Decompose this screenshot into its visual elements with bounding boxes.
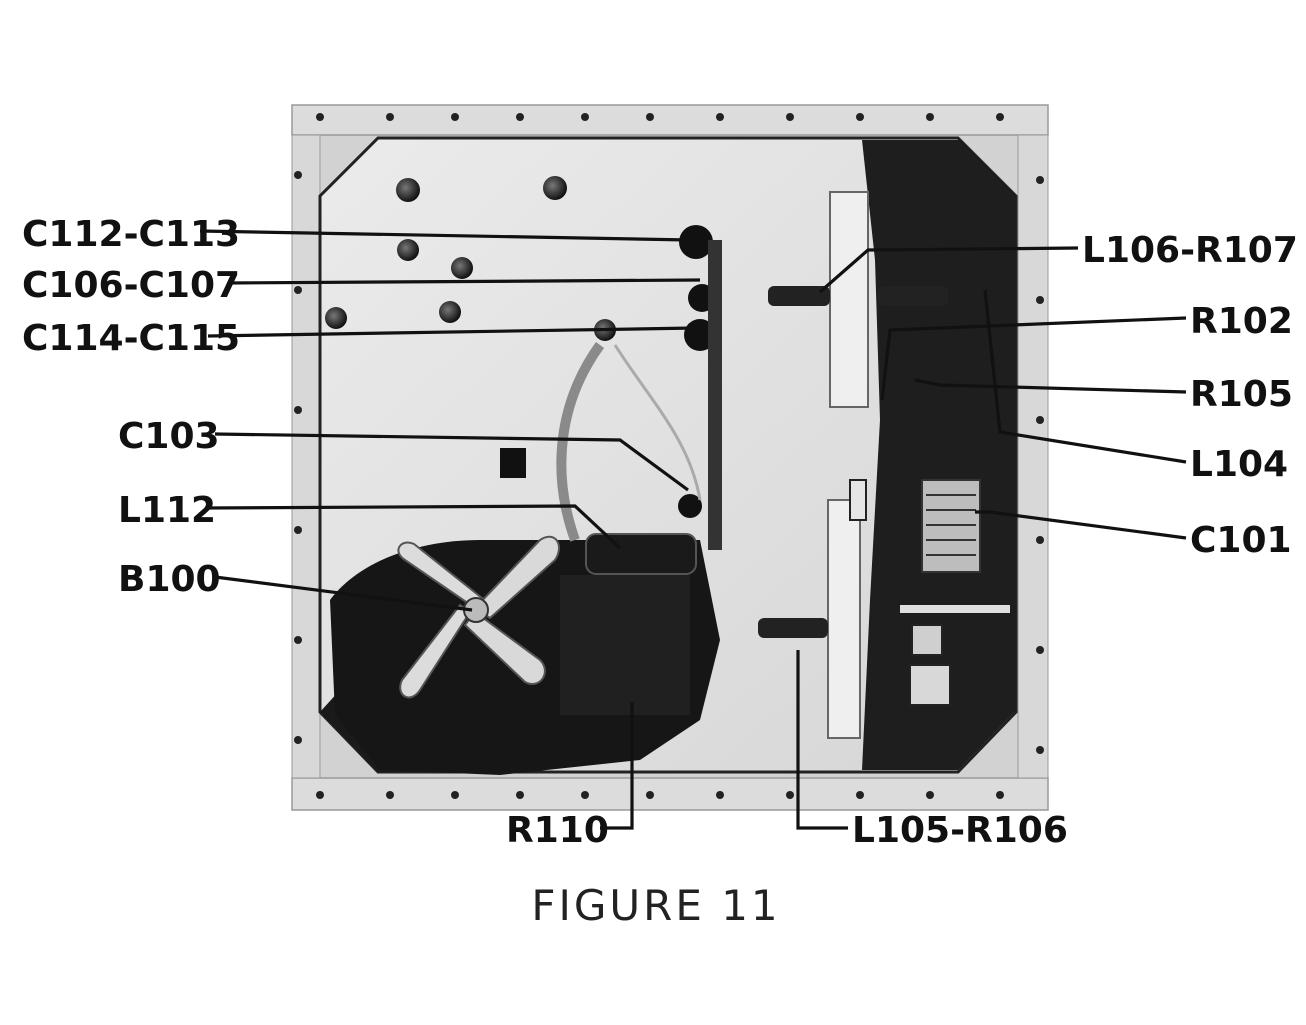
variable-capacitor xyxy=(900,479,1010,706)
leader-r105 xyxy=(914,378,1187,394)
wire-loop xyxy=(613,344,702,501)
bus-rod xyxy=(708,240,722,550)
label-l106-r107: L106-R107 xyxy=(1082,230,1298,271)
label-r102: R102 xyxy=(1190,301,1293,342)
label-c114-c115: C114-C115 xyxy=(22,318,240,359)
leader-r110 xyxy=(600,702,634,830)
label-c106-c107: C106-C107 xyxy=(22,265,240,306)
leader-c106-c107 xyxy=(227,278,701,285)
leader-c103 xyxy=(214,432,689,492)
black-tag xyxy=(500,448,526,478)
chassis-photo xyxy=(291,104,1049,811)
figure-caption: FIGURE 11 xyxy=(531,881,780,930)
leader-r102 xyxy=(880,316,1187,401)
chassis-right-rail xyxy=(1017,134,1049,779)
label-r110: R110 xyxy=(506,810,609,851)
callout-labels: C112-C113 C106-C107 C114-C115 C103 L112 … xyxy=(22,214,1298,851)
label-l112: L112 xyxy=(118,490,216,531)
terminal-strip-upper xyxy=(829,191,869,408)
label-l105-r106: L105-R106 xyxy=(852,810,1068,851)
resistor-vertical xyxy=(849,479,867,521)
leader-l106-r107 xyxy=(818,246,1079,294)
leader-l104 xyxy=(983,289,1187,464)
blower-motor xyxy=(560,575,690,715)
chassis-top-rail xyxy=(291,104,1049,136)
leader-b100 xyxy=(214,575,473,612)
chassis-bottom-rail xyxy=(291,777,1049,811)
leader-c114-c115 xyxy=(207,326,696,338)
leader-c112-c113 xyxy=(199,229,691,242)
leader-lines xyxy=(199,229,1187,830)
blower-fan xyxy=(397,535,560,699)
terminal-strip-lower xyxy=(827,499,861,739)
label-c103: C103 xyxy=(118,416,220,457)
chassis-left-rail xyxy=(291,134,321,779)
label-c101: C101 xyxy=(1190,520,1292,561)
floor-nuts xyxy=(325,176,616,341)
label-l104: L104 xyxy=(1190,444,1288,485)
leader-c101 xyxy=(975,510,1187,540)
cable-loop xyxy=(556,342,605,542)
label-c112-c113: C112-C113 xyxy=(22,214,240,255)
leader-l105-r106 xyxy=(796,650,848,830)
frame-screw-holes xyxy=(294,113,1044,799)
label-r105: R105 xyxy=(1190,374,1293,415)
leader-l112 xyxy=(204,504,622,550)
label-b100: B100 xyxy=(118,559,221,600)
